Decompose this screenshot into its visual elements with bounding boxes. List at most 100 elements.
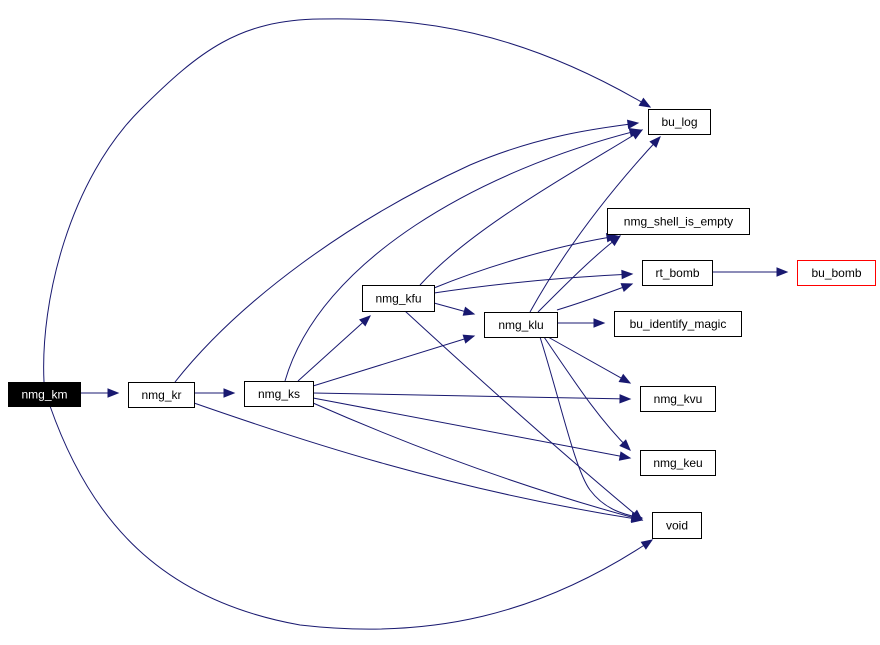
arrowhead: [462, 334, 476, 344]
edge-line: [547, 336, 631, 384]
node-label: nmg_kvu: [654, 392, 703, 406]
node-label: nmg_kr: [141, 388, 181, 402]
arrowhead: [619, 439, 631, 451]
node-label: bu_identify_magic: [630, 317, 727, 331]
edge-line: [174, 122, 639, 383]
edge-nmg_ks-to-nmg_klu: [312, 334, 476, 387]
edge-line: [529, 136, 661, 313]
edge-nmg_klu-to-nmg_shell_is_empty: [537, 235, 622, 313]
node-nmg-keu[interactable]: nmg_keu: [640, 450, 716, 476]
arrowhead: [608, 235, 622, 247]
edge-line: [404, 310, 643, 521]
nodes: nmg_km nmg_kr nmg_ks nmg_kfu nmg_klu bu_lognm…: [8, 109, 876, 539]
node-box[interactable]: [244, 381, 314, 407]
edge-nmg_klu-to-void: [539, 336, 644, 521]
edge-nmg_kfu-to-bu_log: [419, 129, 644, 286]
edges: [43, 18, 789, 630]
node-box[interactable]: [640, 450, 716, 476]
edge-line: [312, 397, 631, 459]
edge-nmg_kfu-to-nmg_shell_is_empty: [433, 232, 619, 289]
edge-nmg_ks-to-nmg_kvu: [312, 392, 632, 404]
node-rt-bomb[interactable]: rt_bomb: [642, 260, 713, 286]
arrowhead: [630, 511, 644, 521]
node-void[interactable]: void: [652, 512, 702, 539]
edge-nmg_ks-to-nmg_keu: [312, 397, 632, 461]
node-box[interactable]: [128, 382, 195, 408]
node-box[interactable]: [797, 260, 876, 286]
edge-nmg_kfu-to-rt_bomb: [433, 269, 634, 294]
arrowhead: [107, 388, 120, 398]
edge-line: [537, 235, 621, 313]
node-label: nmg_km: [21, 388, 67, 402]
edge-line: [312, 392, 631, 400]
edge-nmg_klu-to-nmg_keu: [543, 336, 631, 451]
node-bu-log[interactable]: bu_log: [648, 109, 711, 135]
edge-line: [312, 335, 475, 387]
arrowhead: [621, 269, 634, 280]
edge-line: [297, 315, 371, 382]
node-nmg-kvu[interactable]: nmg_kvu: [640, 386, 716, 412]
edge-line: [193, 402, 643, 521]
arrowhead: [638, 97, 652, 108]
edge-line: [419, 129, 643, 286]
node-label: bu_log: [661, 115, 697, 129]
arrowhead: [649, 136, 661, 148]
node-label: rt_bomb: [655, 266, 699, 280]
node-nmg-kr[interactable]: nmg_kr: [128, 382, 195, 408]
node-box[interactable]: [607, 208, 750, 235]
node-label: nmg_keu: [653, 456, 702, 470]
node-nmg-ks[interactable]: nmg_ks: [244, 381, 314, 407]
edge-line: [539, 336, 643, 519]
edge-line: [543, 336, 631, 451]
edge-line: [556, 283, 633, 311]
node-nmg-km[interactable]: nmg_km: [8, 382, 81, 407]
edge-line: [433, 235, 618, 289]
edge-nmg_klu-to-bu_log: [529, 136, 661, 313]
edge-nmg_klu-to-nmg_kvu: [547, 336, 632, 384]
node-label: nmg_kfu: [375, 292, 421, 306]
arrowhead: [618, 373, 632, 384]
edge-nmg_ks-to-nmg_kfu: [297, 315, 371, 382]
edge-nmg_ks-to-bu_log: [284, 127, 642, 382]
node-nmg-klu[interactable]: nmg_klu: [484, 312, 558, 338]
node-box[interactable]: [484, 312, 558, 338]
edge-nmg_klu-to-bu_identify_magic: [557, 318, 606, 328]
arrowhead: [630, 129, 644, 140]
node-bu-bomb[interactable]: bu_bomb: [797, 260, 876, 286]
arrowhead: [626, 119, 640, 130]
arrowhead: [640, 539, 654, 550]
node-box[interactable]: [614, 311, 742, 337]
arrowhead: [618, 451, 632, 461]
edge-nmg_kr-to-bu_log: [174, 119, 640, 383]
edge-nmg_kr-to-nmg_ks: [194, 388, 236, 398]
node-box[interactable]: [8, 382, 81, 407]
node-box[interactable]: [642, 260, 713, 286]
edge-nmg_km-to-void: [49, 405, 654, 630]
arrowhead: [593, 318, 606, 328]
node-box[interactable]: [640, 386, 716, 412]
arrowhead: [776, 267, 789, 277]
node-nmg-shell-is-empty[interactable]: nmg_shell_is_empty: [607, 208, 750, 235]
arrowhead: [462, 306, 476, 316]
node-label: nmg_shell_is_empty: [624, 215, 733, 229]
arrowhead: [223, 388, 236, 398]
edge-rt_bomb-to-bu_bomb: [712, 267, 789, 277]
node-box[interactable]: [648, 109, 711, 135]
edge-nmg_km-to-bu_log: [43, 18, 652, 383]
node-box[interactable]: [362, 285, 435, 312]
edge-nmg_klu-to-rt_bomb: [556, 283, 634, 311]
node-label: void: [666, 519, 688, 533]
arrowhead: [620, 283, 634, 293]
arrowhead: [359, 315, 371, 327]
edge-nmg_ks-to-void: [312, 402, 644, 522]
edge-nmg_kfu-to-nmg_klu: [433, 302, 476, 316]
node-nmg-kfu[interactable]: nmg_kfu: [362, 285, 435, 312]
arrowhead: [619, 394, 632, 404]
node-bu-identify-magic[interactable]: bu_identify_magic: [614, 311, 742, 337]
node-box[interactable]: [652, 512, 702, 539]
edge-nmg_kfu-to-void: [404, 310, 644, 521]
node-label: nmg_klu: [498, 318, 543, 332]
node-label: bu_bomb: [811, 266, 861, 280]
edge-line: [312, 402, 643, 521]
